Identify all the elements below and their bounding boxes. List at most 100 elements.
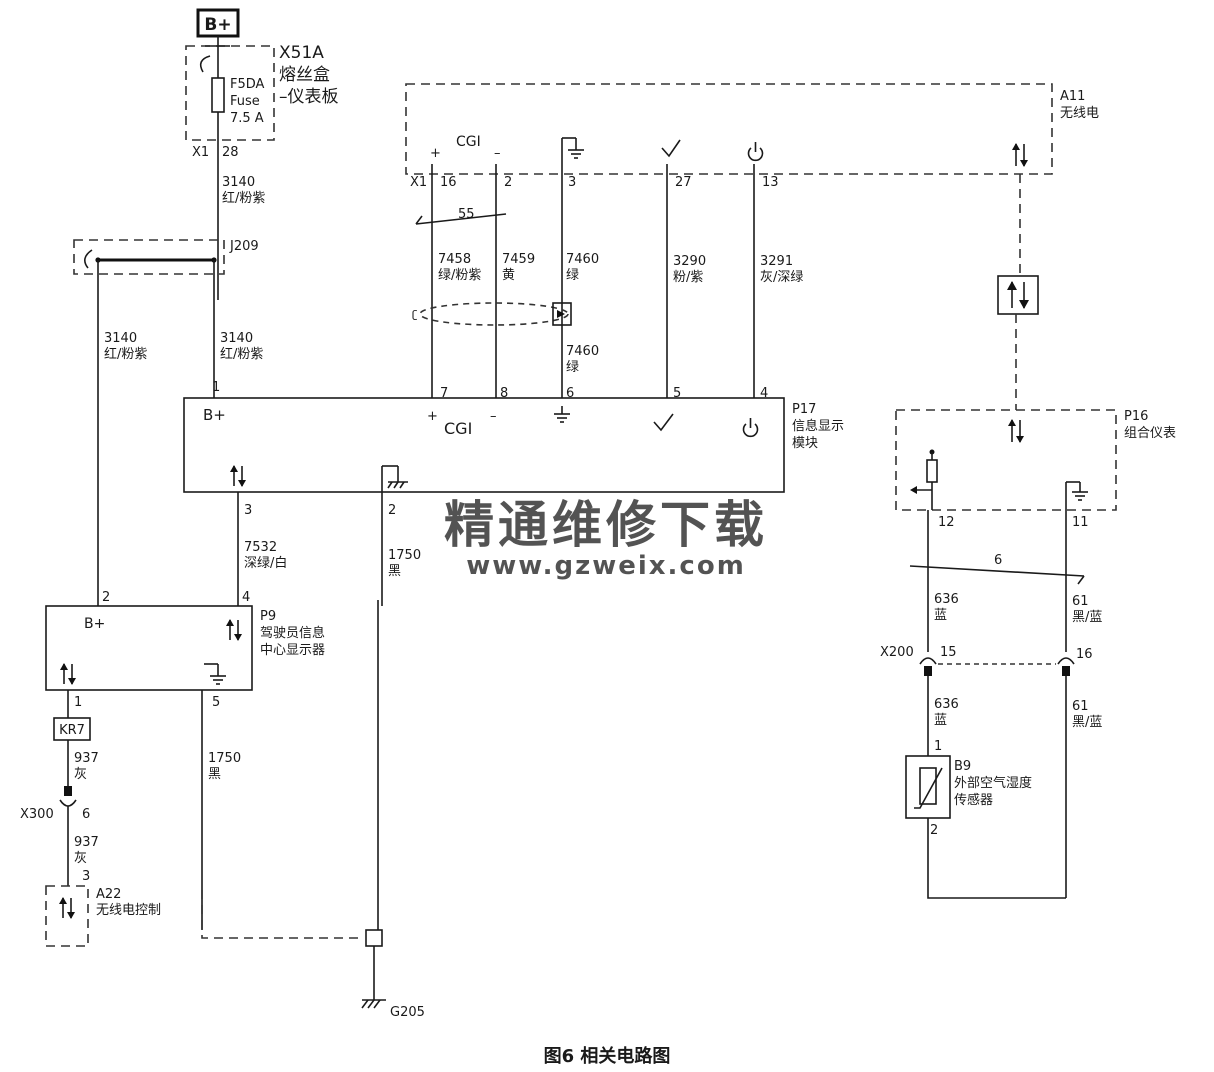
- wire-7460-num-top: 7460: [566, 252, 599, 267]
- wire-7460-color-top: 绿: [566, 268, 579, 283]
- p17-b-plus: B+: [203, 406, 226, 424]
- wire-3140-num-left: 3140: [104, 331, 137, 346]
- x200-socket-16-icon: [1057, 657, 1075, 665]
- fuse-conn-id: X1: [192, 145, 209, 160]
- x300-pin-icon: [64, 786, 72, 796]
- watermark-text: 精通维修下载: [444, 496, 768, 554]
- radio-conn-x1: X1: [410, 175, 427, 190]
- wire-937-color-top: 灰: [74, 767, 87, 782]
- radio-pin-27: 27: [675, 175, 692, 190]
- shield-ellipse: [419, 302, 569, 326]
- wire-636-num-bottom: 636: [934, 697, 959, 712]
- kr7-label: KR7: [59, 723, 85, 738]
- wire-7532-color: 深绿/白: [244, 555, 287, 571]
- p17-pin-3: 3: [244, 503, 252, 518]
- fuse-pin-28: 28: [222, 145, 239, 160]
- fuse-rating: 7.5 A: [230, 111, 264, 126]
- p17-check-icon: [653, 413, 674, 432]
- a22-pin: 3: [82, 869, 90, 884]
- info-module-p17: 1 7 8 6 5 4 B+ + CGI –: [183, 380, 844, 518]
- wire-3140-color-right: 红/粉紫: [220, 346, 263, 362]
- x200-socket-15-icon: [919, 657, 937, 665]
- radio-plus: +: [430, 146, 441, 161]
- p16-ground-icon: [1066, 481, 1088, 501]
- b9-id: B9: [954, 759, 971, 774]
- radio-wires: 55 ʗ 7458 绿/粉紫 7459 黄 7460 绿 7460 绿 3290…: [412, 138, 803, 398]
- ground-dashed-link: [201, 890, 364, 939]
- radio-minus: –: [494, 146, 501, 161]
- p17-name-1: 信息显示: [792, 418, 844, 434]
- driver-display-p9: 2 4 B+ P9 驾驶员信息 中心显示器 1 5: [45, 590, 325, 710]
- shield-drain-arrow: [557, 310, 565, 318]
- g205-label: G205: [390, 1005, 425, 1020]
- sensor-pin-2: 2: [930, 823, 938, 838]
- wire-7532-num: 7532: [244, 540, 277, 555]
- radio-pin-3: 3: [568, 175, 576, 190]
- p17-name-2: 模块: [792, 436, 818, 451]
- fuse-id: F5DA: [230, 77, 265, 92]
- twisted-pair-line: [415, 213, 507, 225]
- wire-1750-num-p17: 1750: [388, 548, 421, 563]
- wire-61-color-top: 黑/蓝: [1072, 610, 1102, 625]
- wire-636-color-top: 蓝: [934, 608, 947, 623]
- radio-cgi: CGI: [456, 134, 481, 150]
- wire-636-num-top: 636: [934, 592, 959, 607]
- battery-feed: B+: [196, 8, 240, 46]
- p17-chassis-ground-icon: [382, 465, 408, 489]
- cluster-p16: P16 组合仪表 12 11: [895, 409, 1176, 530]
- p9-b-plus: B+: [84, 616, 105, 632]
- p16-pin-11: 11: [1072, 515, 1089, 530]
- twisted-pair-count: 55: [458, 207, 475, 222]
- serial-data-box: [997, 275, 1039, 315]
- radio-a11: A11 无线电 + CGI – X1 16 2 3 27 13: [405, 83, 1099, 190]
- x300-socket-icon: [59, 799, 77, 807]
- watermark: 精通维修下载 www.gzweix.com: [444, 496, 768, 581]
- radio-pin-16: 16: [440, 175, 457, 190]
- fuse-box-name-2: –仪表板: [279, 87, 339, 107]
- p9-comm-arrows-icon-right: [226, 619, 242, 641]
- sensor-pin-1: 1: [934, 739, 942, 754]
- p16-outline: [895, 409, 1117, 511]
- g205-ground-icon: [361, 999, 386, 1009]
- a22-comm-arrows-icon: [59, 897, 75, 919]
- p16-name: 组合仪表: [1124, 426, 1176, 441]
- a22-name: 无线电控制: [96, 903, 161, 918]
- radio-pin-2: 2: [504, 175, 512, 190]
- wire-1750-num-p9: 1750: [208, 751, 241, 766]
- p17-ground-icon: [554, 406, 570, 423]
- p9-pin-2: 2: [102, 590, 110, 605]
- wire-7460-num-bottom: 7460: [566, 344, 599, 359]
- p17-outline: [183, 397, 785, 493]
- p17-pin-6: 6: [566, 386, 574, 401]
- wire-7460-color-bottom: 绿: [566, 360, 579, 375]
- wire-937-num-top: 937: [74, 751, 99, 766]
- p16-comm-arrows-icon: [1008, 419, 1024, 443]
- radio-ground-icon: [562, 137, 584, 159]
- wire-7458-num: 7458: [438, 252, 471, 267]
- p16-id: P16: [1124, 409, 1148, 424]
- wire-3140-color-left: 红/粉紫: [104, 346, 147, 362]
- p17-pin-1: 1: [212, 380, 220, 395]
- fuse-box-connector-icon: [199, 55, 211, 73]
- wire-7458-color: 绿/粉紫: [438, 268, 481, 283]
- p16-resistor-icon: [926, 459, 938, 483]
- b9-name-2: 传感器: [954, 792, 993, 808]
- x200-pin-16-icon: [1062, 666, 1070, 676]
- a22-id: A22: [96, 887, 121, 902]
- wire-3140-num-right: 3140: [220, 331, 253, 346]
- p17-lower-wires: 7532 深绿/白 1750 黑: [237, 466, 421, 930]
- wire-61-num-top: 61: [1072, 594, 1089, 609]
- kr7-box: [53, 717, 91, 741]
- p9-outline: [45, 605, 253, 691]
- wire-3290-color: 粉/紫: [673, 270, 703, 285]
- p9-id: P9: [260, 609, 276, 624]
- b9-name-1: 外部空气湿度: [954, 775, 1032, 791]
- p9-name-2: 中心显示器: [260, 643, 325, 658]
- wire-937-num-bottom: 937: [74, 835, 99, 850]
- battery-label: B+: [204, 15, 231, 35]
- fuse-icon: [211, 77, 225, 113]
- radio-power-icon: [747, 142, 764, 162]
- p9-pin-1: 1: [74, 695, 82, 710]
- splice-connector-icon: [84, 249, 93, 269]
